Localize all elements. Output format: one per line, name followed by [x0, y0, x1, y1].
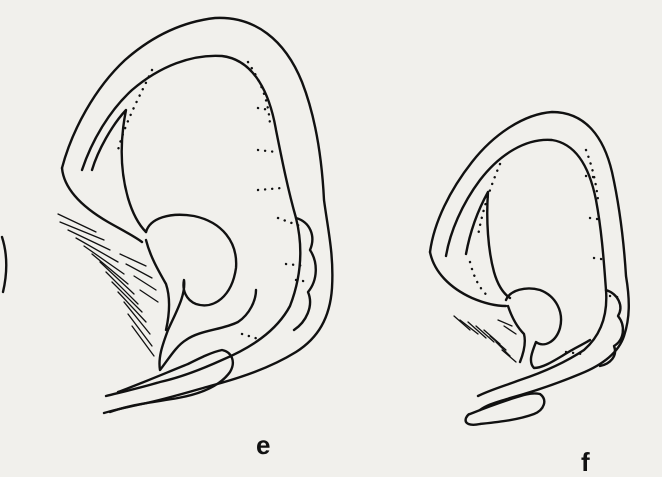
panel-f-front-edge [430, 252, 506, 306]
panel-e-dotted-fold-5 [258, 188, 282, 190]
panel-f-outer-contour [430, 112, 629, 410]
panel-f-dotted-fold-7 [470, 262, 490, 298]
panel-e-dotted-fold-4 [258, 150, 276, 152]
panel-e-rim-folds [294, 218, 316, 330]
panel-e-hair-tuft [58, 214, 158, 356]
panel-e-dotted-fold-7 [286, 264, 306, 266]
panel-f-dotted-fold-6 [610, 296, 624, 298]
panel-e-label: e [256, 432, 270, 458]
panel-f-drawing [430, 112, 629, 425]
panel-f-label: f [581, 449, 590, 475]
panel-f-hair-tuft [454, 316, 516, 362]
panel-f-dotted-fold-4 [590, 218, 604, 220]
panel-f-helix-inner [446, 140, 606, 396]
panel-f-dotted-fold-5 [594, 258, 608, 260]
panel-e-tragus [146, 240, 169, 330]
panel-e-outer-contour [62, 18, 332, 413]
panel-e-drawing [58, 18, 332, 413]
panel-e-lobe [110, 350, 233, 412]
panel-f-dotted-fold-1 [478, 164, 500, 236]
panel-f-antihelix [466, 192, 510, 298]
edge-mark [2, 237, 6, 292]
panel-f-lobe [466, 393, 545, 424]
panel-e-concha [146, 215, 256, 370]
